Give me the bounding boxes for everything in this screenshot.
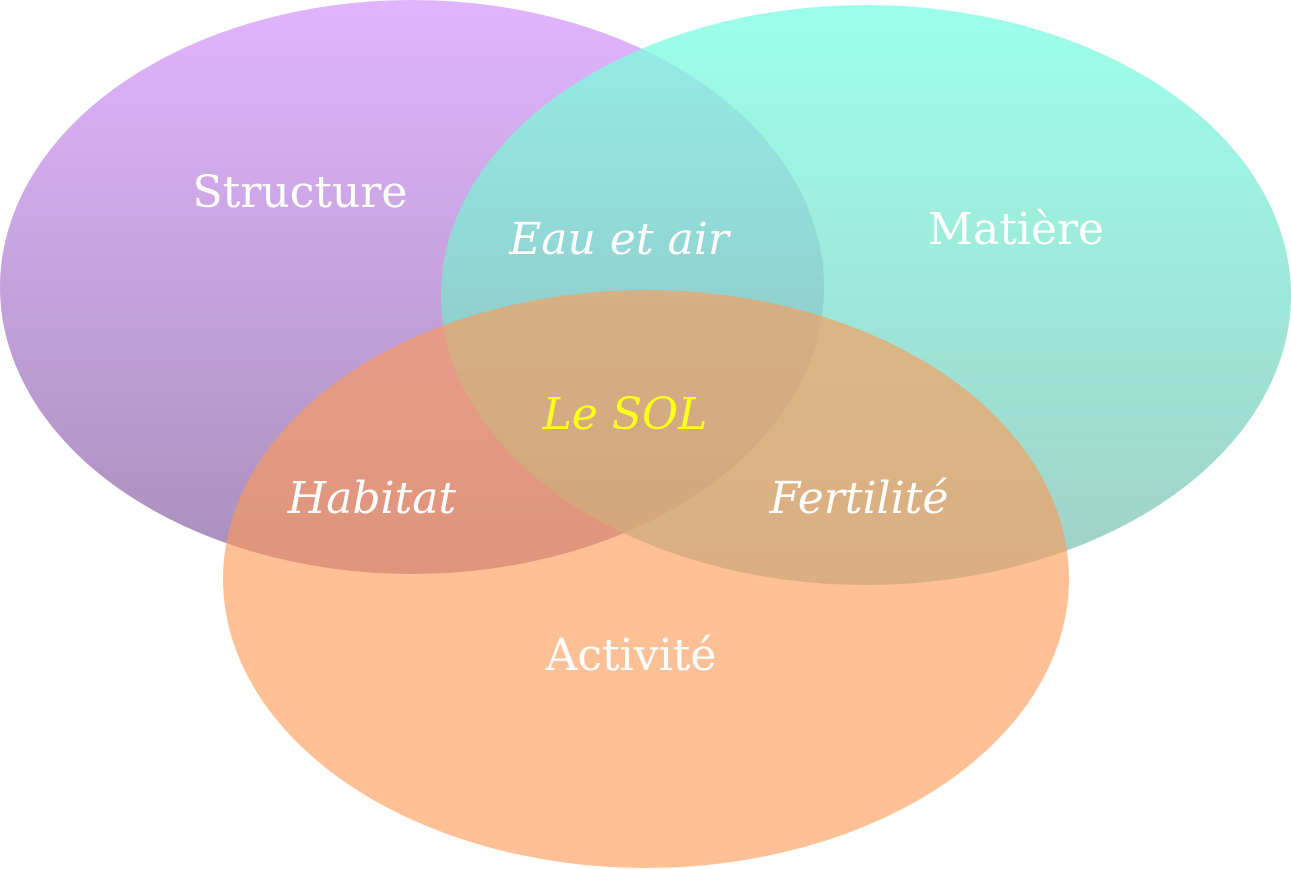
- overlap-label-habitat: Habitat: [287, 473, 457, 524]
- set-label-activite: Activité: [545, 630, 717, 681]
- overlap-label-eau-et-air: Eau et air: [508, 214, 732, 265]
- overlap-label-fertilite: Fertilité: [769, 473, 949, 524]
- set-circle-activite: [223, 290, 1069, 868]
- center-label-le-sol: Le SOL: [542, 389, 708, 440]
- set-label-structure: Structure: [193, 167, 408, 218]
- set-label-matiere: Matière: [928, 204, 1104, 255]
